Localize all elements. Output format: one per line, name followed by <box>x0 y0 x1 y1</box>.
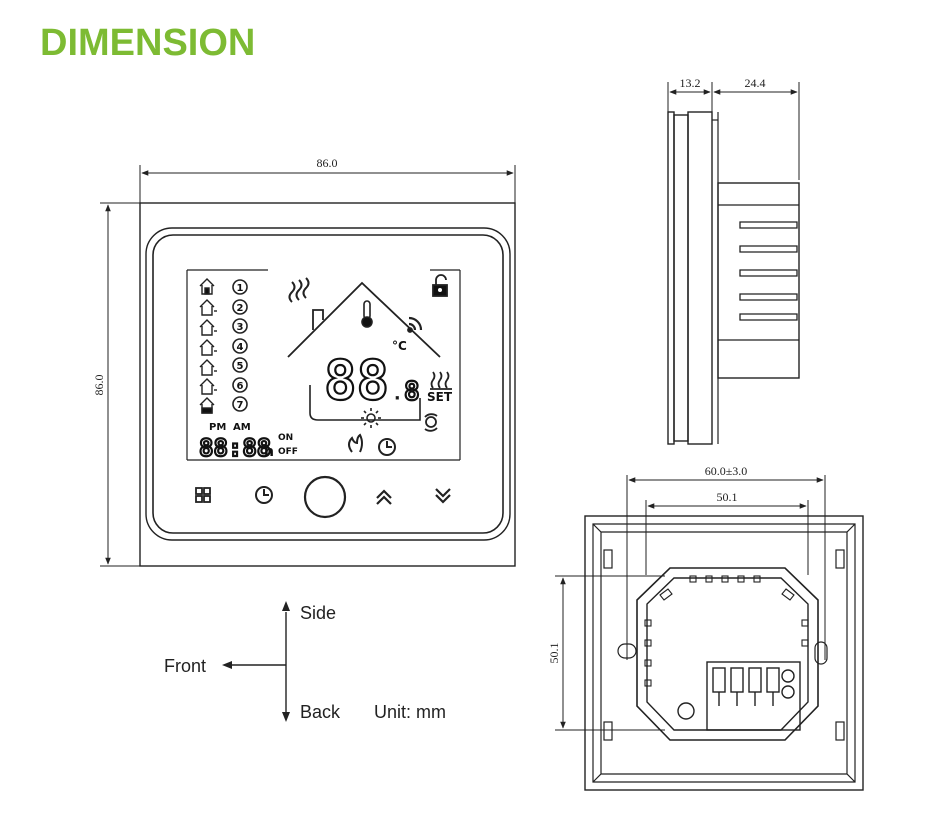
off-label: OFF <box>278 447 298 457</box>
side-front-depth-label: 13.2 <box>680 76 701 90</box>
front-label: Front <box>164 656 206 676</box>
back-view: 60.0±3.0 50.1 50.1 <box>547 464 864 791</box>
heat-waves-icon <box>288 277 310 303</box>
clock-digits: 88:88 <box>199 434 271 462</box>
menu-icon[interactable] <box>195 487 211 503</box>
svg-text:.: . <box>395 388 400 402</box>
unit-label: Unit: mm <box>374 702 446 722</box>
program-number: 5 <box>237 361 244 372</box>
back-inner-width-label: 50.1 <box>717 490 738 504</box>
front-glass-outer <box>145 227 511 541</box>
arrow-left-icon <box>222 661 232 669</box>
back-height-label: 50.1 <box>547 643 561 664</box>
program-number: 4 <box>237 342 244 353</box>
program-number: 3 <box>237 322 244 333</box>
sun-icon <box>361 408 381 428</box>
pm-label: PM <box>209 422 226 433</box>
page-title: DIMENSION <box>40 22 256 64</box>
side-depth-dimension: 13.2 24.4 <box>667 76 800 180</box>
on-label: ON <box>278 433 293 443</box>
lcd-display: 88 . 8 °C SET <box>186 269 461 463</box>
hour-suffix: h <box>264 444 274 460</box>
front-view: 86.0 86.0 88 . 8 °C <box>92 156 516 567</box>
celsius-unit: °C <box>392 339 407 353</box>
side-view: 13.2 24.4 <box>667 76 800 445</box>
side-label: Side <box>300 603 336 623</box>
program-house-icons <box>199 278 217 414</box>
lock-icon <box>432 274 448 297</box>
up-chevron-icon[interactable] <box>376 489 392 505</box>
am-label: AM <box>233 422 251 433</box>
front-buttons <box>195 475 451 519</box>
thermometer-icon <box>361 300 373 328</box>
back-label: Back <box>300 702 341 722</box>
wifi-icon <box>407 316 423 333</box>
temperature-digits: 88 <box>324 349 389 412</box>
front-height-label: 86.0 <box>92 375 106 396</box>
arrow-up-icon <box>282 601 290 611</box>
temperature-decimal: 8 <box>404 377 420 407</box>
back-outer-width-label: 60.0±3.0 <box>705 464 748 478</box>
program-number: 1 <box>237 283 244 294</box>
arrow-down-icon <box>282 712 290 722</box>
program-numbers: 1 2 3 4 5 6 7 <box>232 279 248 412</box>
clock-icon[interactable] <box>255 486 273 504</box>
front-width-dimension: 86.0 <box>139 156 516 205</box>
orientation-legend: Side Front Back Unit: mm <box>164 601 446 722</box>
set-label: SET <box>427 390 453 404</box>
flame-icon <box>348 433 363 453</box>
down-chevron-icon[interactable] <box>435 488 451 504</box>
front-frame <box>139 202 516 567</box>
side-back-depth-label: 24.4 <box>745 76 766 90</box>
floor-heating-icon <box>430 371 452 390</box>
front-width-label: 86.0 <box>317 156 338 170</box>
back-height-dimension: 50.1 <box>547 575 665 731</box>
terminal-block <box>706 661 801 731</box>
power-button[interactable] <box>303 475 347 519</box>
side-terminal-fins <box>739 221 798 321</box>
front-height-dimension: 86.0 <box>92 202 140 567</box>
back-inner-width-dimension: 50.1 <box>645 490 809 575</box>
lcd-clock-icon <box>378 438 396 456</box>
program-number: 2 <box>237 303 244 314</box>
front-glass-inner <box>152 234 504 534</box>
program-number: 6 <box>237 381 244 392</box>
program-number: 7 <box>237 400 244 411</box>
back-width-dimension: 60.0±3.0 <box>626 464 826 660</box>
fan-icon <box>424 413 438 432</box>
